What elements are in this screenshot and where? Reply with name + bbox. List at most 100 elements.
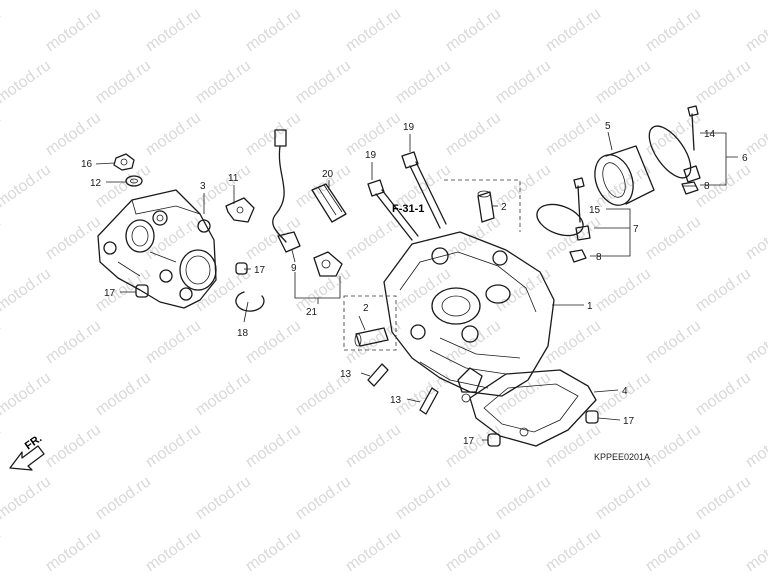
watermark-text: motod.ru bbox=[143, 213, 204, 263]
watermark-text: motod.ru bbox=[593, 0, 654, 3]
callout-8b: 8 bbox=[596, 252, 602, 263]
watermark-text: motod.ru bbox=[493, 265, 554, 315]
sensor-part-9 bbox=[272, 129, 301, 253]
spark-plug-part-20 bbox=[311, 183, 347, 223]
callout-18: 18 bbox=[237, 328, 249, 339]
callout-20: 20 bbox=[322, 169, 334, 180]
watermark-text: motod.ru bbox=[293, 265, 354, 315]
gasket-part-4 bbox=[461, 369, 597, 447]
bracket-part-11 bbox=[225, 197, 255, 223]
watermark-text: motod.ru bbox=[593, 57, 654, 107]
watermark-text: motod.ru bbox=[443, 5, 504, 55]
nut-parts-8 bbox=[569, 181, 699, 263]
callout-19b: 19 bbox=[403, 122, 415, 133]
watermark-text: motod.ru bbox=[293, 0, 354, 3]
callout-21: 21 bbox=[306, 307, 318, 318]
watermark-text: motod.ru bbox=[743, 213, 768, 263]
callout-11: 11 bbox=[228, 173, 239, 184]
watermark-text: motod.ru bbox=[43, 109, 104, 159]
callout-17a: 17 bbox=[254, 265, 266, 276]
watermark-text: motod.ru bbox=[293, 57, 354, 107]
watermark-text: motod.ru bbox=[43, 525, 104, 575]
watermark-text: motod.ru bbox=[0, 213, 4, 263]
watermark-text: motod.ru bbox=[93, 161, 154, 211]
watermark-text: motod.ru bbox=[343, 213, 404, 263]
watermark-text: motod.ru bbox=[193, 0, 254, 3]
watermark-text: motod.ru bbox=[0, 57, 54, 107]
watermark-text: motod.ru bbox=[193, 473, 254, 523]
watermark-text: motod.ru bbox=[43, 5, 104, 55]
watermark-text: motod.ru bbox=[493, 473, 554, 523]
watermark-text: motod.ru bbox=[93, 369, 154, 419]
watermark-text: motod.ru bbox=[193, 369, 254, 419]
watermark-text: motod.ru bbox=[443, 213, 504, 263]
callout-17c: 17 bbox=[623, 416, 635, 427]
watermark-text: motod.ru bbox=[0, 109, 4, 159]
callout-14: 14 bbox=[704, 129, 716, 140]
watermark-text: motod.ru bbox=[693, 265, 754, 315]
callout-17b: 17 bbox=[104, 288, 116, 299]
watermark-text: motod.ru bbox=[0, 369, 54, 419]
watermark-text: motod.ru bbox=[643, 5, 704, 55]
watermark-text: motod.ru bbox=[643, 213, 704, 263]
cylinder-head-part bbox=[383, 231, 555, 397]
reference-outlines bbox=[343, 179, 521, 351]
screw-parts-14-15 bbox=[573, 105, 699, 223]
watermark-text: motod.ru bbox=[643, 525, 704, 575]
washer-part-12 bbox=[125, 175, 143, 187]
callout-3: 3 bbox=[200, 181, 206, 192]
watermark-text: motod.ru bbox=[243, 421, 304, 471]
insulator-part-5 bbox=[594, 145, 655, 206]
watermark-text: motod.ru bbox=[243, 317, 304, 367]
watermark-text: motod.ru bbox=[143, 421, 204, 471]
watermark-text: motod.ru bbox=[143, 109, 204, 159]
callout-19a: 19 bbox=[365, 150, 377, 161]
watermark-text: motod.ru bbox=[43, 213, 104, 263]
watermark-text: motod.ru bbox=[443, 109, 504, 159]
watermark-text: motod.ru bbox=[243, 5, 304, 55]
watermark-text: motod.ru bbox=[0, 473, 54, 523]
watermark-text: motod.ru bbox=[643, 421, 704, 471]
callout-15: 15 bbox=[589, 205, 601, 216]
watermark-text: motod.ru bbox=[343, 421, 404, 471]
watermark-text: motod.ru bbox=[243, 109, 304, 159]
watermark-text: motod.ru bbox=[743, 109, 768, 159]
watermark-text: motod.ru bbox=[593, 473, 654, 523]
callout-6: 6 bbox=[742, 153, 748, 164]
watermark-text: motod.ru bbox=[443, 525, 504, 575]
callout-13b: 13 bbox=[390, 395, 402, 406]
watermark-text: motod.ru bbox=[743, 317, 768, 367]
watermark-text: motod.ru bbox=[343, 525, 404, 575]
callout-2a: 2 bbox=[501, 202, 507, 213]
callout-2b: 2 bbox=[363, 303, 369, 314]
reference-label: F-31-1 bbox=[392, 203, 424, 215]
watermark-text: motod.ru bbox=[143, 525, 204, 575]
watermark-text: motod.ru bbox=[343, 5, 404, 55]
watermark-text: motod.ru bbox=[293, 473, 354, 523]
watermark-text: motod.ru bbox=[0, 525, 4, 575]
watermark-text: motod.ru bbox=[143, 317, 204, 367]
watermark-text: motod.ru bbox=[493, 57, 554, 107]
watermark-text: motod.ru bbox=[543, 421, 604, 471]
callout-4: 4 bbox=[622, 386, 628, 397]
fitting-part-21 bbox=[313, 251, 343, 277]
watermark-text: motod.ru bbox=[543, 109, 604, 159]
callout-labels: 16 12 3 11 17 17 18 9 21 20 19 19 F-31-1… bbox=[81, 121, 748, 447]
watermark-text: motod.ru bbox=[743, 421, 768, 471]
leader-lines bbox=[95, 131, 738, 441]
watermark-text: motod.ru bbox=[693, 473, 754, 523]
head-cover-part bbox=[97, 189, 217, 309]
watermark-text: motod.ru bbox=[693, 369, 754, 419]
watermark-text: motod.ru bbox=[393, 0, 454, 3]
watermark-text: motod.ru bbox=[693, 161, 754, 211]
watermark-text: motod.ru bbox=[443, 317, 504, 367]
circlip-part-18 bbox=[235, 291, 265, 312]
watermark-text: motod.ru bbox=[0, 421, 4, 471]
callout-12: 12 bbox=[90, 178, 102, 189]
callout-16: 16 bbox=[81, 159, 93, 170]
callout-8a: 8 bbox=[704, 181, 710, 192]
watermark-text: motod.ru bbox=[493, 0, 554, 3]
watermark-text: motod.ru bbox=[343, 317, 404, 367]
